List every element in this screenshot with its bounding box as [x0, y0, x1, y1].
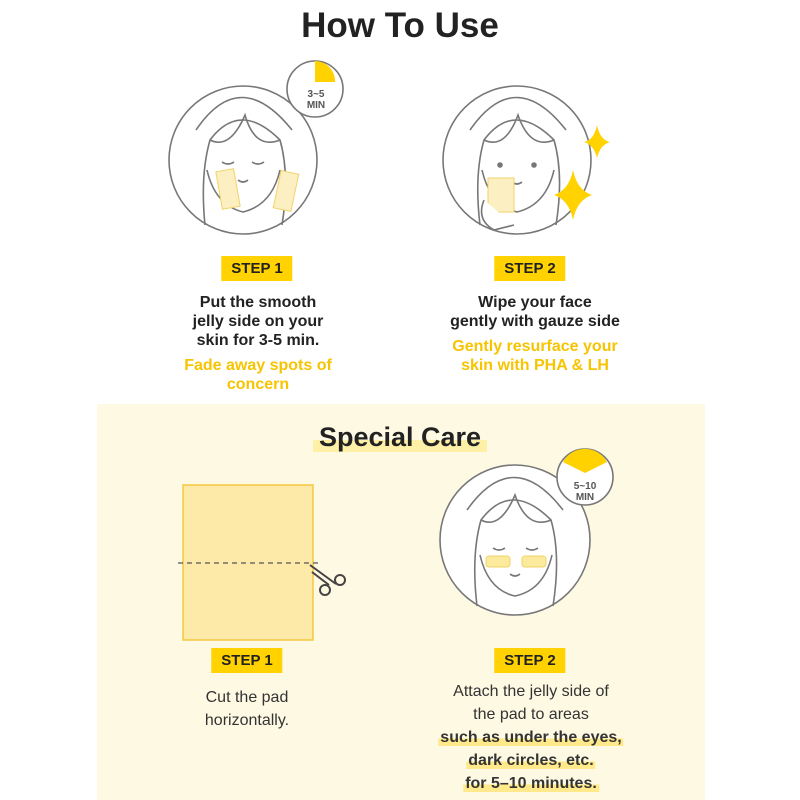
sparkle-icon [554, 170, 592, 220]
timer-value: 3~5 [307, 89, 325, 100]
timer-unit: MIN [306, 100, 326, 111]
care-step-2-text: the pad to areas [473, 706, 589, 723]
timer-value: 5~10 [573, 481, 597, 492]
step-1-benefit: Fade away spots of [184, 357, 332, 374]
step-1-benefit: concern [226, 376, 290, 393]
care-step-2-badge: STEP 2 [494, 648, 566, 673]
sparkle-icon [584, 125, 610, 158]
care-step-2-text: Attach the jelly side of [453, 683, 609, 700]
step-2-text: gently with gauze side [450, 313, 620, 330]
step-2-benefit: Gently resurface your [452, 338, 618, 355]
step-1-text: skin for 3-5 min. [196, 332, 320, 349]
timer-unit: MIN [575, 492, 595, 503]
scissors-icon [309, 564, 346, 596]
care-step-2-highlight: dark circles, etc. [466, 752, 596, 769]
care-step-1-badge: STEP 1 [211, 648, 283, 673]
special-care-title: Special Care [312, 422, 488, 452]
step-1-badge: STEP 1 [221, 256, 293, 281]
care-step-2-highlight: such as under the eyes, [438, 729, 624, 746]
page-title: How To Use [301, 6, 499, 45]
timer-icon [556, 448, 614, 506]
care-step-1-text: Cut the pad [205, 689, 289, 706]
step-2-benefit: skin with PHA & LH [461, 357, 609, 374]
timer-icon [286, 60, 344, 118]
step-2-text: Wipe your face [478, 294, 592, 311]
step-1-text: Put the smooth [199, 294, 317, 311]
step-1-text: jelly side on your [192, 313, 324, 330]
step-2-badge: STEP 2 [494, 256, 566, 281]
care-step-2-highlight: for 5–10 minutes. [463, 775, 599, 792]
care-step-1-text: horizontally. [204, 712, 290, 729]
